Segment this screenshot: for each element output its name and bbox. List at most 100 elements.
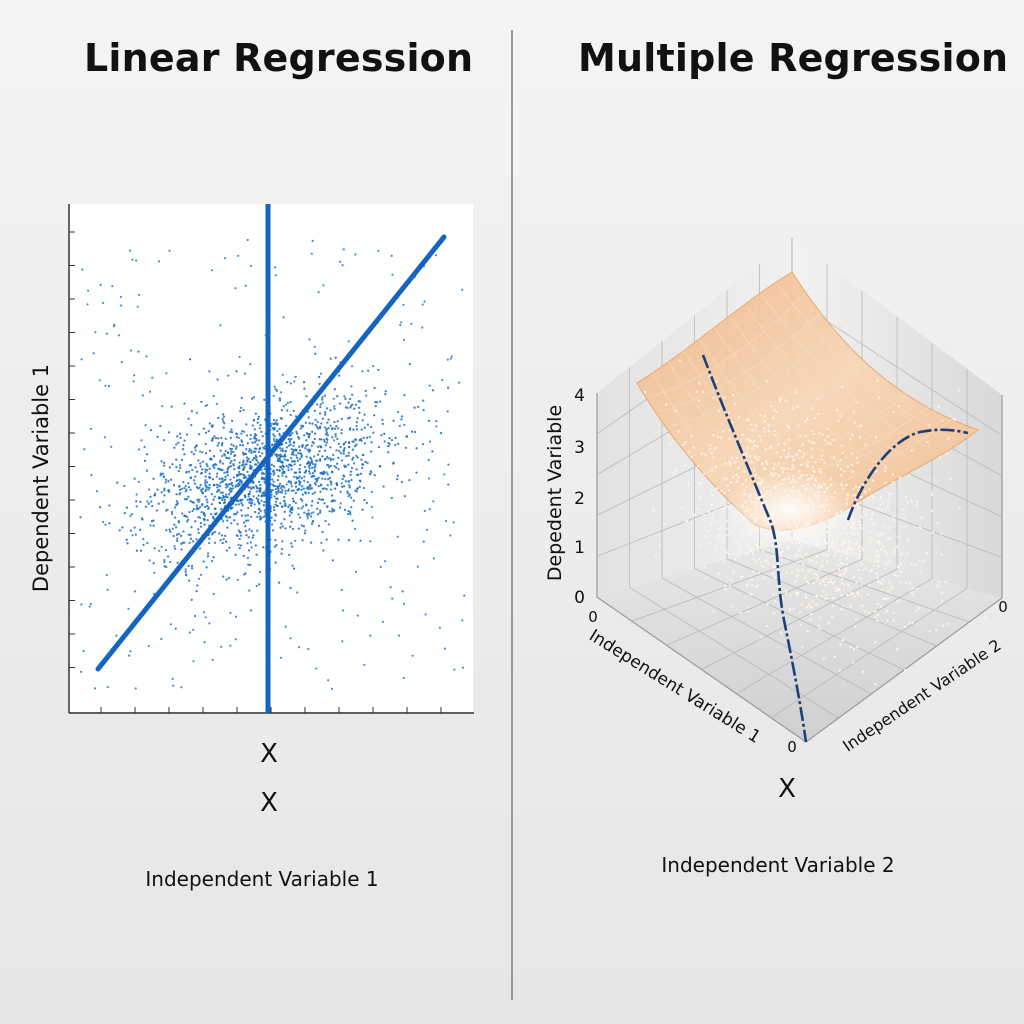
scatter-point — [799, 511, 802, 514]
scatter-point — [303, 465, 307, 469]
scatter-point — [152, 562, 155, 565]
scatter-point — [770, 471, 773, 474]
scatter-point — [311, 422, 314, 425]
scatter-point — [215, 402, 218, 405]
scatter-point — [854, 618, 858, 621]
scatter-point — [123, 511, 126, 515]
scatter-point — [223, 471, 226, 474]
scatter-point — [402, 676, 405, 680]
scatter-point — [352, 456, 355, 459]
scatter-point — [372, 365, 375, 368]
scatter-point — [810, 477, 813, 480]
scatter-point — [938, 581, 941, 584]
scatter-point — [87, 289, 90, 292]
scatter-point — [314, 418, 317, 422]
scatter-point — [839, 459, 842, 462]
scatter-point — [379, 400, 382, 403]
scatter-point — [763, 415, 766, 418]
scatter-point — [301, 539, 304, 542]
scatter-point — [816, 413, 820, 416]
scatter-point — [798, 610, 802, 614]
scatter-point — [899, 562, 903, 566]
scatter-point — [343, 508, 347, 511]
scatter-point — [815, 573, 818, 576]
scatter-point — [696, 464, 700, 468]
scatter-point — [241, 463, 245, 466]
scatter-point — [176, 561, 179, 565]
scatter-point — [197, 459, 200, 462]
scatter-point — [809, 514, 812, 517]
axis1-origin-tick: 0 — [588, 608, 598, 626]
right-chart: 4 3 2 1 0 Depedent Variable 0 Independen… — [544, 238, 1008, 877]
scatter-point — [787, 556, 790, 559]
scatter-point — [306, 517, 309, 520]
scatter-point — [379, 565, 382, 569]
scatter-point — [224, 515, 228, 518]
scatter-point — [254, 412, 258, 415]
scatter-point — [804, 596, 808, 599]
scatter-point — [857, 592, 860, 596]
scatter-point — [839, 415, 842, 418]
scatter-point — [384, 390, 387, 393]
scatter-point — [373, 474, 376, 477]
scatter-point — [856, 548, 860, 551]
scatter-point — [779, 555, 782, 558]
scatter-point — [756, 445, 759, 448]
scatter-point — [254, 463, 257, 466]
scatter-point — [287, 505, 290, 509]
scatter-point — [240, 502, 243, 505]
scatter-point — [884, 466, 887, 469]
scatter-point — [356, 487, 359, 490]
scatter-point — [217, 467, 220, 470]
scatter-point — [811, 600, 815, 603]
scatter-point — [403, 494, 406, 498]
scatter-point — [211, 658, 214, 661]
scatter-point — [892, 518, 896, 522]
scatter-point — [204, 442, 207, 446]
scatter-point — [427, 458, 430, 462]
scatter-point — [875, 435, 878, 439]
scatter-point — [355, 468, 358, 471]
scatter-point — [273, 440, 276, 443]
scatter-point — [808, 477, 811, 481]
scatter-point — [734, 515, 737, 518]
scatter-point — [240, 440, 244, 444]
scatter-point — [422, 399, 425, 402]
scatter-point — [243, 474, 246, 477]
scatter-point — [362, 453, 365, 456]
scatter-point — [232, 476, 236, 479]
scatter-point — [827, 535, 830, 538]
scatter-point — [204, 475, 207, 478]
scatter-point — [187, 533, 190, 536]
scatter-point — [201, 468, 204, 471]
scatter-point — [205, 481, 209, 484]
scatter-point — [282, 470, 285, 473]
scatter-point — [134, 687, 137, 690]
scatter-point — [743, 516, 746, 519]
scatter-point — [86, 303, 89, 306]
scatter-point — [279, 502, 282, 505]
scatter-point — [745, 524, 748, 528]
scatter-point — [410, 322, 413, 325]
scatter-point — [774, 539, 777, 542]
scatter-point — [177, 469, 180, 473]
mesh-line — [760, 293, 934, 450]
scatter-point — [937, 405, 940, 409]
scatter-point — [814, 460, 817, 464]
scatter-point — [756, 529, 759, 533]
scatter-point — [289, 637, 292, 640]
scatter-point — [754, 424, 758, 427]
scatter-point — [746, 552, 750, 555]
scatter-point — [723, 587, 726, 591]
scatter-point — [842, 525, 845, 529]
scatter-point — [851, 516, 855, 519]
scatter-point — [801, 474, 805, 477]
scatter-point — [274, 503, 277, 506]
scatter-point — [799, 537, 802, 540]
scatter-point — [800, 623, 803, 626]
scatter-point — [422, 408, 425, 412]
scatter-point — [392, 419, 395, 422]
scatter-point — [821, 579, 824, 582]
scatter-point — [813, 470, 816, 474]
